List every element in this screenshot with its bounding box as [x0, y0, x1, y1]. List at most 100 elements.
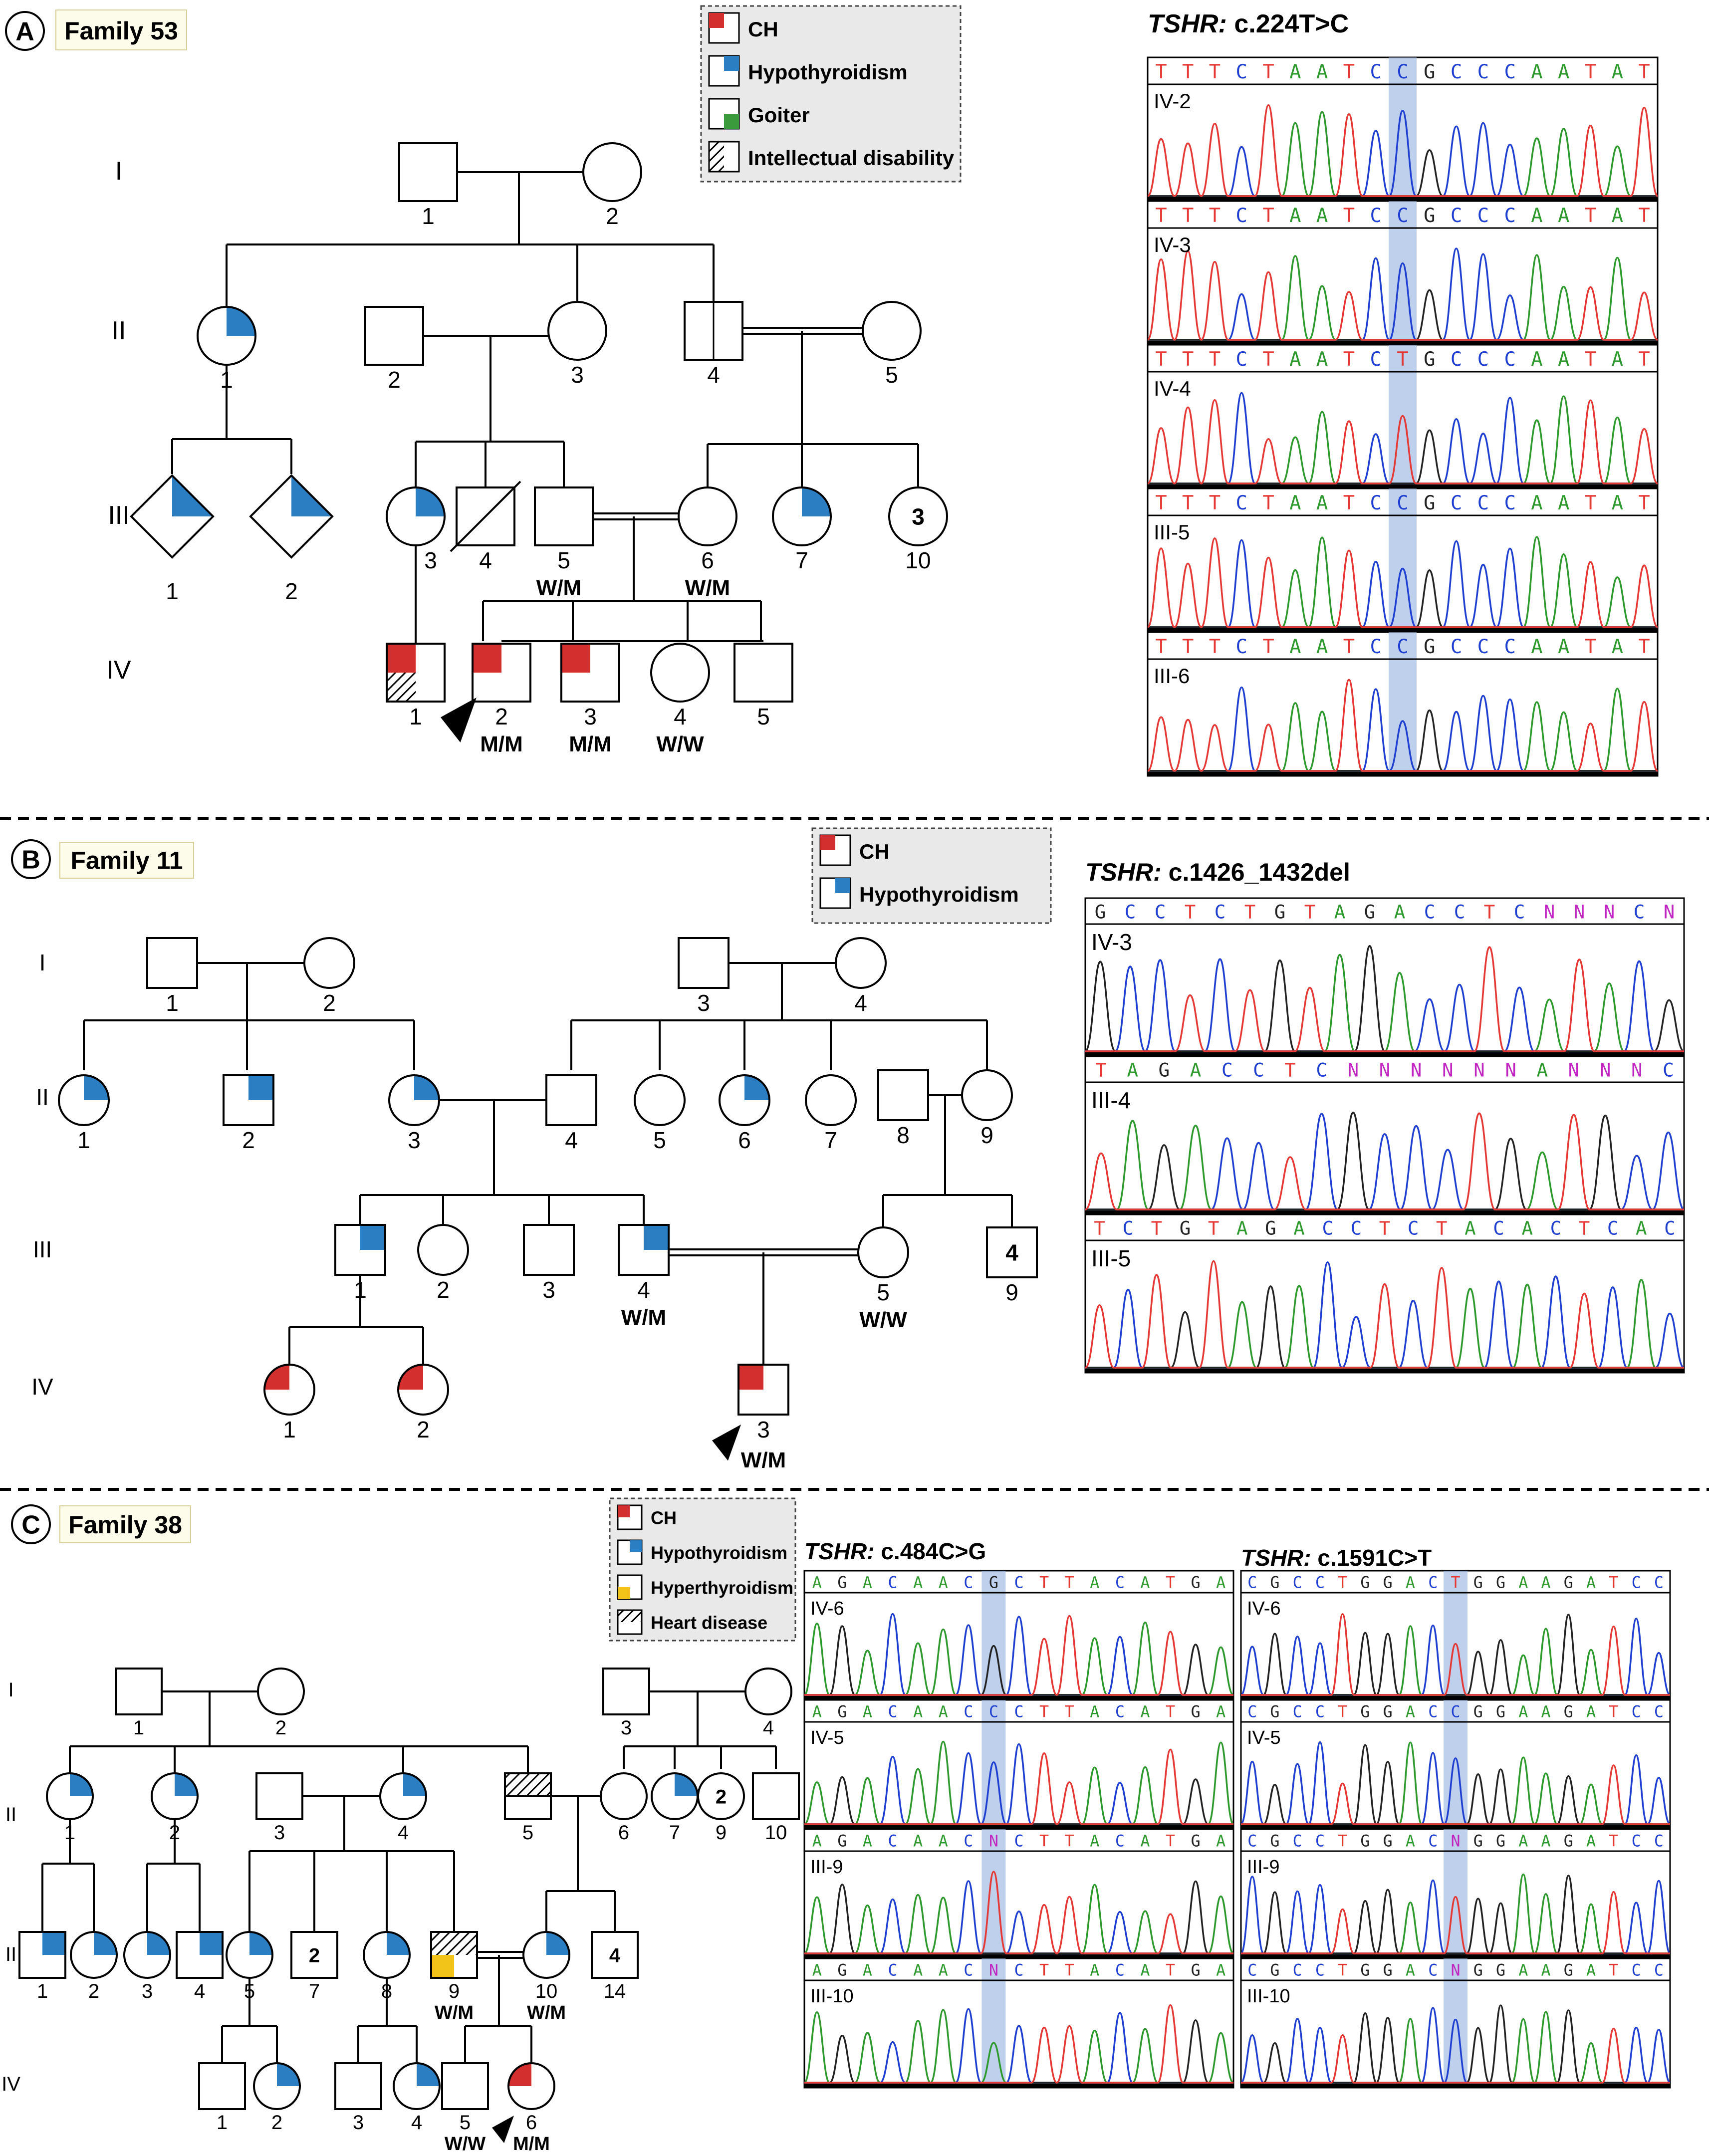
base-letter: T [1065, 1703, 1074, 1721]
sample-label: IV-4 [1154, 377, 1191, 400]
male-symbol [737, 1364, 789, 1416]
base-letter: N [989, 1832, 998, 1850]
trace-g [1148, 709, 1658, 772]
base-letter: A [1558, 492, 1569, 514]
base-letter: A [1394, 901, 1406, 923]
individual-number: 2 [242, 1127, 255, 1153]
individual-i-2: 2 [582, 142, 642, 229]
male-symbol [456, 486, 515, 546]
legend-label: CH [748, 17, 778, 41]
female-symbol [600, 1772, 648, 1820]
base-letter: G [1473, 1703, 1483, 1721]
base-letter: C [1451, 636, 1462, 658]
legend-item-ch: CH [708, 12, 778, 44]
base-letter: C [1454, 901, 1465, 923]
individual-ii-7: 7 [651, 1772, 699, 1844]
trace-a [803, 2009, 1234, 2084]
base-letter: T [1338, 1703, 1347, 1721]
base-letter: C [1247, 1832, 1257, 1850]
base-letter: C [1370, 205, 1382, 227]
individual-iv-3: 3M/M [560, 643, 620, 756]
individual-number: 5 [877, 1279, 890, 1305]
base-letter: C [1397, 205, 1408, 227]
base-letter: A [1541, 1703, 1551, 1721]
base-letter: C [1316, 1059, 1327, 1081]
base-letter: C [1634, 901, 1645, 923]
individual-number: 1 [37, 1980, 48, 2002]
base-letter: G [1424, 636, 1435, 658]
panel-letter-badge [11, 839, 51, 879]
base-letter: G [1360, 1832, 1370, 1850]
base-letter: T [1262, 492, 1274, 514]
trace-t [1147, 679, 1659, 772]
individual-number: 3 [353, 2112, 364, 2134]
individual-ii-7: 7 [805, 1074, 857, 1153]
male-symbol [534, 486, 594, 546]
phenotype-fill [147, 1932, 170, 1955]
individual-number: 6 [701, 547, 714, 573]
phenotype-fill [403, 1773, 426, 1796]
trace-t [804, 1748, 1233, 1825]
individual-number: 2 [388, 367, 401, 393]
male-symbol [176, 1931, 224, 1979]
male-symbol [198, 2062, 246, 2110]
family-label: Family 38 [68, 1511, 182, 1539]
base-letter: T [1155, 205, 1167, 227]
base-letter: A [863, 1574, 872, 1592]
base-letter: C [1293, 1961, 1302, 1979]
base-letter: A [1558, 205, 1569, 227]
individual-i-1: 1 [398, 142, 458, 229]
base-letter: A [939, 1703, 948, 1721]
individual-number: 9 [716, 1822, 727, 1844]
sample-label: IV-5 [1247, 1727, 1281, 1748]
base-letter: T [1166, 1703, 1175, 1721]
base-letter: T [1065, 1961, 1074, 1979]
base-letter: C [1370, 636, 1382, 658]
base-letter: A [1289, 205, 1301, 227]
base-letter: G [1270, 1961, 1279, 1979]
trace-a [1241, 2011, 1670, 2084]
base-letter: G [1159, 1059, 1170, 1081]
male-symbol [290, 1931, 338, 1979]
genotype-label: W/M [685, 576, 730, 600]
male-symbol [441, 2062, 489, 2110]
phenotype-fill [417, 2063, 440, 2086]
base-letter: G [1473, 1961, 1483, 1979]
individual-number: 3 [142, 1980, 153, 2002]
trace-c [1240, 1741, 1671, 1825]
generation-label: IV [1, 2073, 20, 2095]
sample-label: III-10 [810, 1986, 854, 2007]
base-letter: N [1451, 1961, 1460, 1979]
base-letter: G [837, 1961, 847, 1979]
base-letter: C [888, 1574, 898, 1592]
base-letter: T [1166, 1574, 1175, 1592]
base-letter: C [1504, 61, 1515, 83]
legend-item-hypo: Hypothyroidism [617, 1539, 787, 1565]
base-letter: A [913, 1703, 923, 1721]
individual-number: 10 [765, 1822, 787, 1844]
trace-t [804, 1615, 1233, 1696]
base-letter: A [1406, 1703, 1415, 1721]
base-letter: A [1558, 61, 1569, 83]
base-letter: A [863, 1832, 872, 1850]
base-letter: C [1477, 348, 1489, 371]
proband-arrow-icon [712, 1425, 741, 1461]
individual-iv-3: 3 [334, 2062, 382, 2134]
count-label: 3 [912, 504, 925, 530]
base-letter: T [1262, 348, 1274, 371]
deceased-mark [450, 480, 521, 552]
generation-label: IV [31, 1374, 53, 1400]
female-symbol [805, 1074, 857, 1126]
individual-iii-3: 3 [123, 1931, 171, 2002]
male-symbol [472, 643, 531, 703]
base-letter: C [989, 1703, 998, 1721]
base-letter: C [1663, 1059, 1674, 1081]
legend-item-hyper: Hyperthyroidism [617, 1574, 793, 1600]
individual-number: 1 [409, 704, 422, 729]
trace-t [1241, 1891, 1670, 1954]
base-letter: C [1632, 1961, 1641, 1979]
individual-iii-14: 414 [591, 1931, 639, 2002]
